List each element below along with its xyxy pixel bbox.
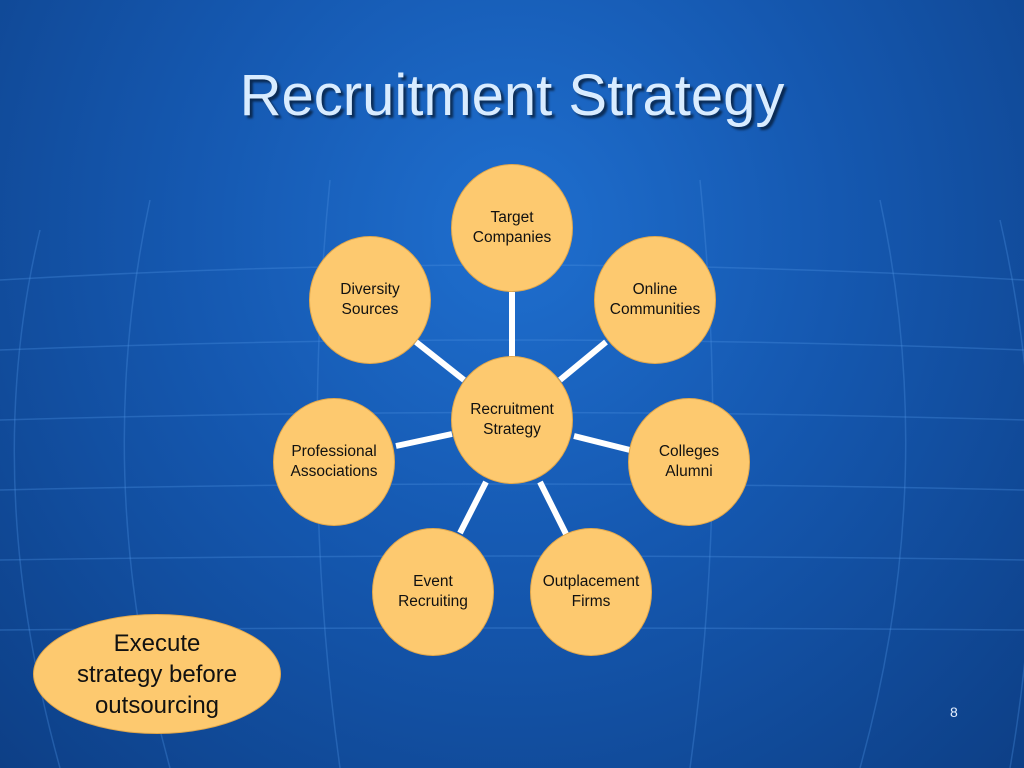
node-label: Online Communities: [609, 281, 701, 318]
slide-title: Recruitment Strategy: [239, 63, 785, 128]
connector-colleges: [573, 433, 631, 453]
node-center-recruitment-strategy: Recruitment Strategy: [451, 356, 573, 484]
page-number: 8: [950, 704, 958, 720]
node-center-label: Recruitment Strategy: [470, 401, 554, 438]
callout-execute-strategy: Execute strategy before outsourcing: [33, 614, 281, 734]
callout-text: Execute strategy before outsourcing: [76, 629, 238, 719]
node-colleges-alumni: Colleges Alumni: [628, 398, 750, 526]
node-label: Colleges Alumni: [658, 443, 720, 480]
connector-professional: [395, 431, 453, 449]
node-event-recruiting: Event Recruiting: [372, 528, 494, 656]
node-label: Professional Associations: [290, 443, 378, 480]
node-professional-associations: Professional Associations: [273, 398, 395, 526]
connector-outplacement: [537, 480, 569, 536]
node-label: Event Recruiting: [398, 573, 468, 610]
node-online-communities: Online Communities: [594, 236, 716, 364]
node-diversity-sources: Diversity Sources: [309, 236, 431, 364]
node-outplacement-firms: Outplacement Firms: [530, 528, 652, 656]
node-label: Target Companies: [472, 209, 552, 246]
node-label: Outplacement Firms: [542, 573, 640, 610]
node-target-companies: Target Companies: [451, 164, 573, 292]
connector-event: [457, 480, 489, 535]
node-label: Diversity Sources: [340, 281, 400, 318]
connector-online: [558, 339, 608, 383]
connector-diversity: [414, 339, 466, 383]
